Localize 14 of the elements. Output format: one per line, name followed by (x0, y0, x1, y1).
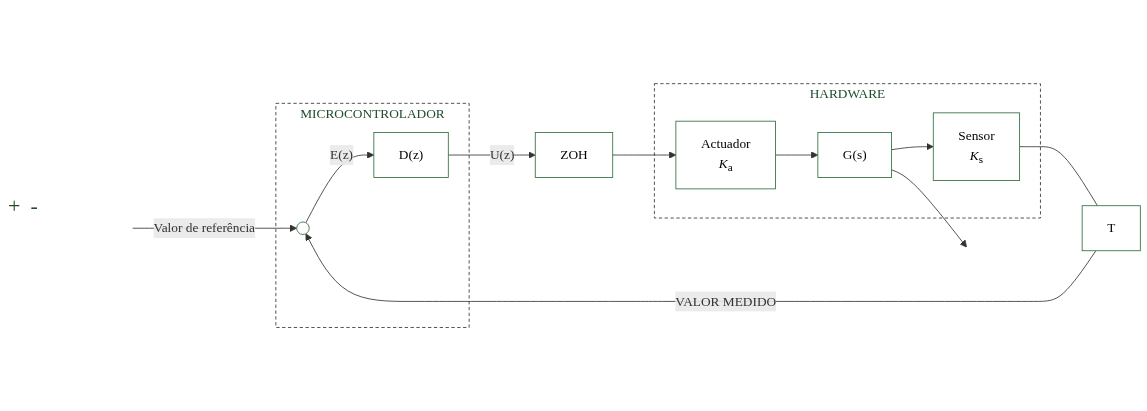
edge-label: Valor de referência (153, 220, 256, 235)
node-box: Actuador K$_{a}$ (675, 120, 776, 190)
sign-label: - (30, 192, 38, 219)
edge-label: E(z) (330, 147, 353, 162)
node-box: G(s) (817, 132, 892, 178)
node-box: Sensor K$_{s}$ (932, 112, 1021, 181)
node-box: T (1081, 205, 1141, 252)
node-box: D(z) (373, 132, 449, 178)
connector (1019, 146, 1098, 207)
sign-label: + (8, 192, 21, 219)
node-circle (296, 221, 310, 235)
edge-label: U(z) (489, 147, 515, 162)
edge-label: VALOR MEDIDO (675, 293, 777, 309)
node-box: ZOH (534, 132, 614, 178)
